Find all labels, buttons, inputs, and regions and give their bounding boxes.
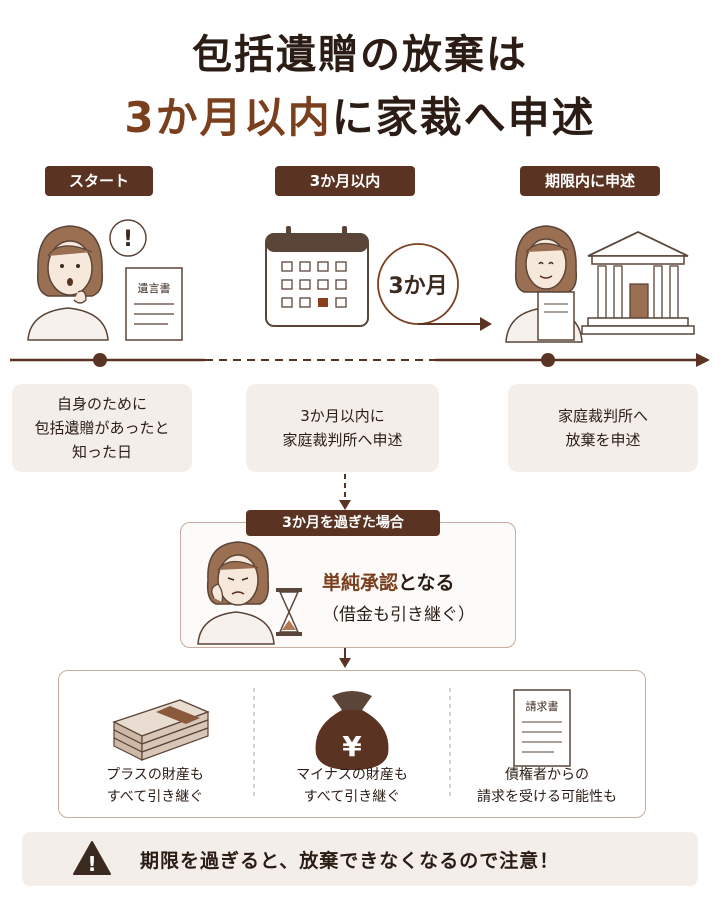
step-card-within: 3か月以内に 家庭裁判所へ申述 — [246, 384, 439, 472]
troubled-person-icon — [197, 541, 275, 645]
step-label-within: 3か月以内 — [275, 166, 415, 196]
title-rest: に家裁へ申述 — [331, 93, 596, 142]
title-line-2: 3か月以内に家裁へ申述 — [0, 84, 720, 145]
calendar-icon — [265, 226, 369, 327]
timeline-dot-start — [93, 353, 107, 367]
will-document-icon: 遺言書 — [125, 267, 183, 341]
will-doc-label: 遺言書 — [138, 281, 171, 295]
step-card-filed: 家庭裁判所へ 放棄を申述 — [508, 384, 698, 472]
consequence-creditor: 債権者からの 請求を受ける可能性も — [477, 767, 617, 805]
overdue-rest: となる — [398, 572, 455, 594]
overdue-highlight: 単純承認 — [322, 572, 399, 594]
overdue-result: 単純承認となる — [322, 568, 512, 595]
timeline-illustrations: ! 遺言書 3か月 — [27, 219, 695, 343]
warning-text: 期限を過ぎると、放棄できなくなるので注意！ — [140, 850, 560, 872]
step-card-start: 自身のために 包括遺贈があったと 知った日 — [12, 384, 192, 472]
warning-bar — [22, 832, 698, 886]
warning-symbol: ! — [87, 852, 96, 876]
overdue-sub: （借金も引き継ぐ） — [322, 605, 475, 625]
overdue-label: 3か月を過ぎた場合 — [246, 510, 440, 536]
step-label-start: スタート — [45, 166, 153, 196]
consequence-plus: プラスの財産も すべて引き継ぐ — [106, 767, 204, 805]
worried-person-icon — [27, 225, 109, 341]
overdue-illustration — [197, 541, 302, 645]
arrow-head-icon — [480, 317, 492, 331]
yen-bag-icon: ¥ — [315, 691, 389, 770]
yen-symbol: ¥ — [342, 730, 362, 763]
title-highlight: 3か月以内 — [124, 93, 332, 142]
dashed-down-arrow — [339, 474, 351, 510]
person-with-document-icon — [505, 225, 583, 343]
badge-text: 3か月 — [388, 274, 447, 299]
consequence-minus: マイナスの財産も すべて引き継ぐ — [296, 767, 408, 805]
timeline-line — [10, 353, 710, 367]
hourglass-icon — [276, 588, 302, 636]
speech-bubble-icon — [109, 219, 147, 257]
invoice-label: 請求書 — [526, 699, 559, 713]
title-line-1: 包括遺贈の放棄は — [192, 32, 528, 78]
step-label-filed: 期限内に申述 — [520, 166, 660, 196]
courthouse-icon — [581, 231, 695, 335]
exclaim-mark: ! — [123, 227, 133, 252]
warning-icon: ! — [73, 841, 111, 876]
timeline-dot-filed — [541, 353, 555, 367]
down-arrow — [339, 648, 351, 668]
invoice-icon: 請求書 — [513, 689, 571, 767]
consequences-icons: ¥ 請求書 — [112, 688, 571, 800]
money-bundle-icon — [112, 699, 210, 761]
